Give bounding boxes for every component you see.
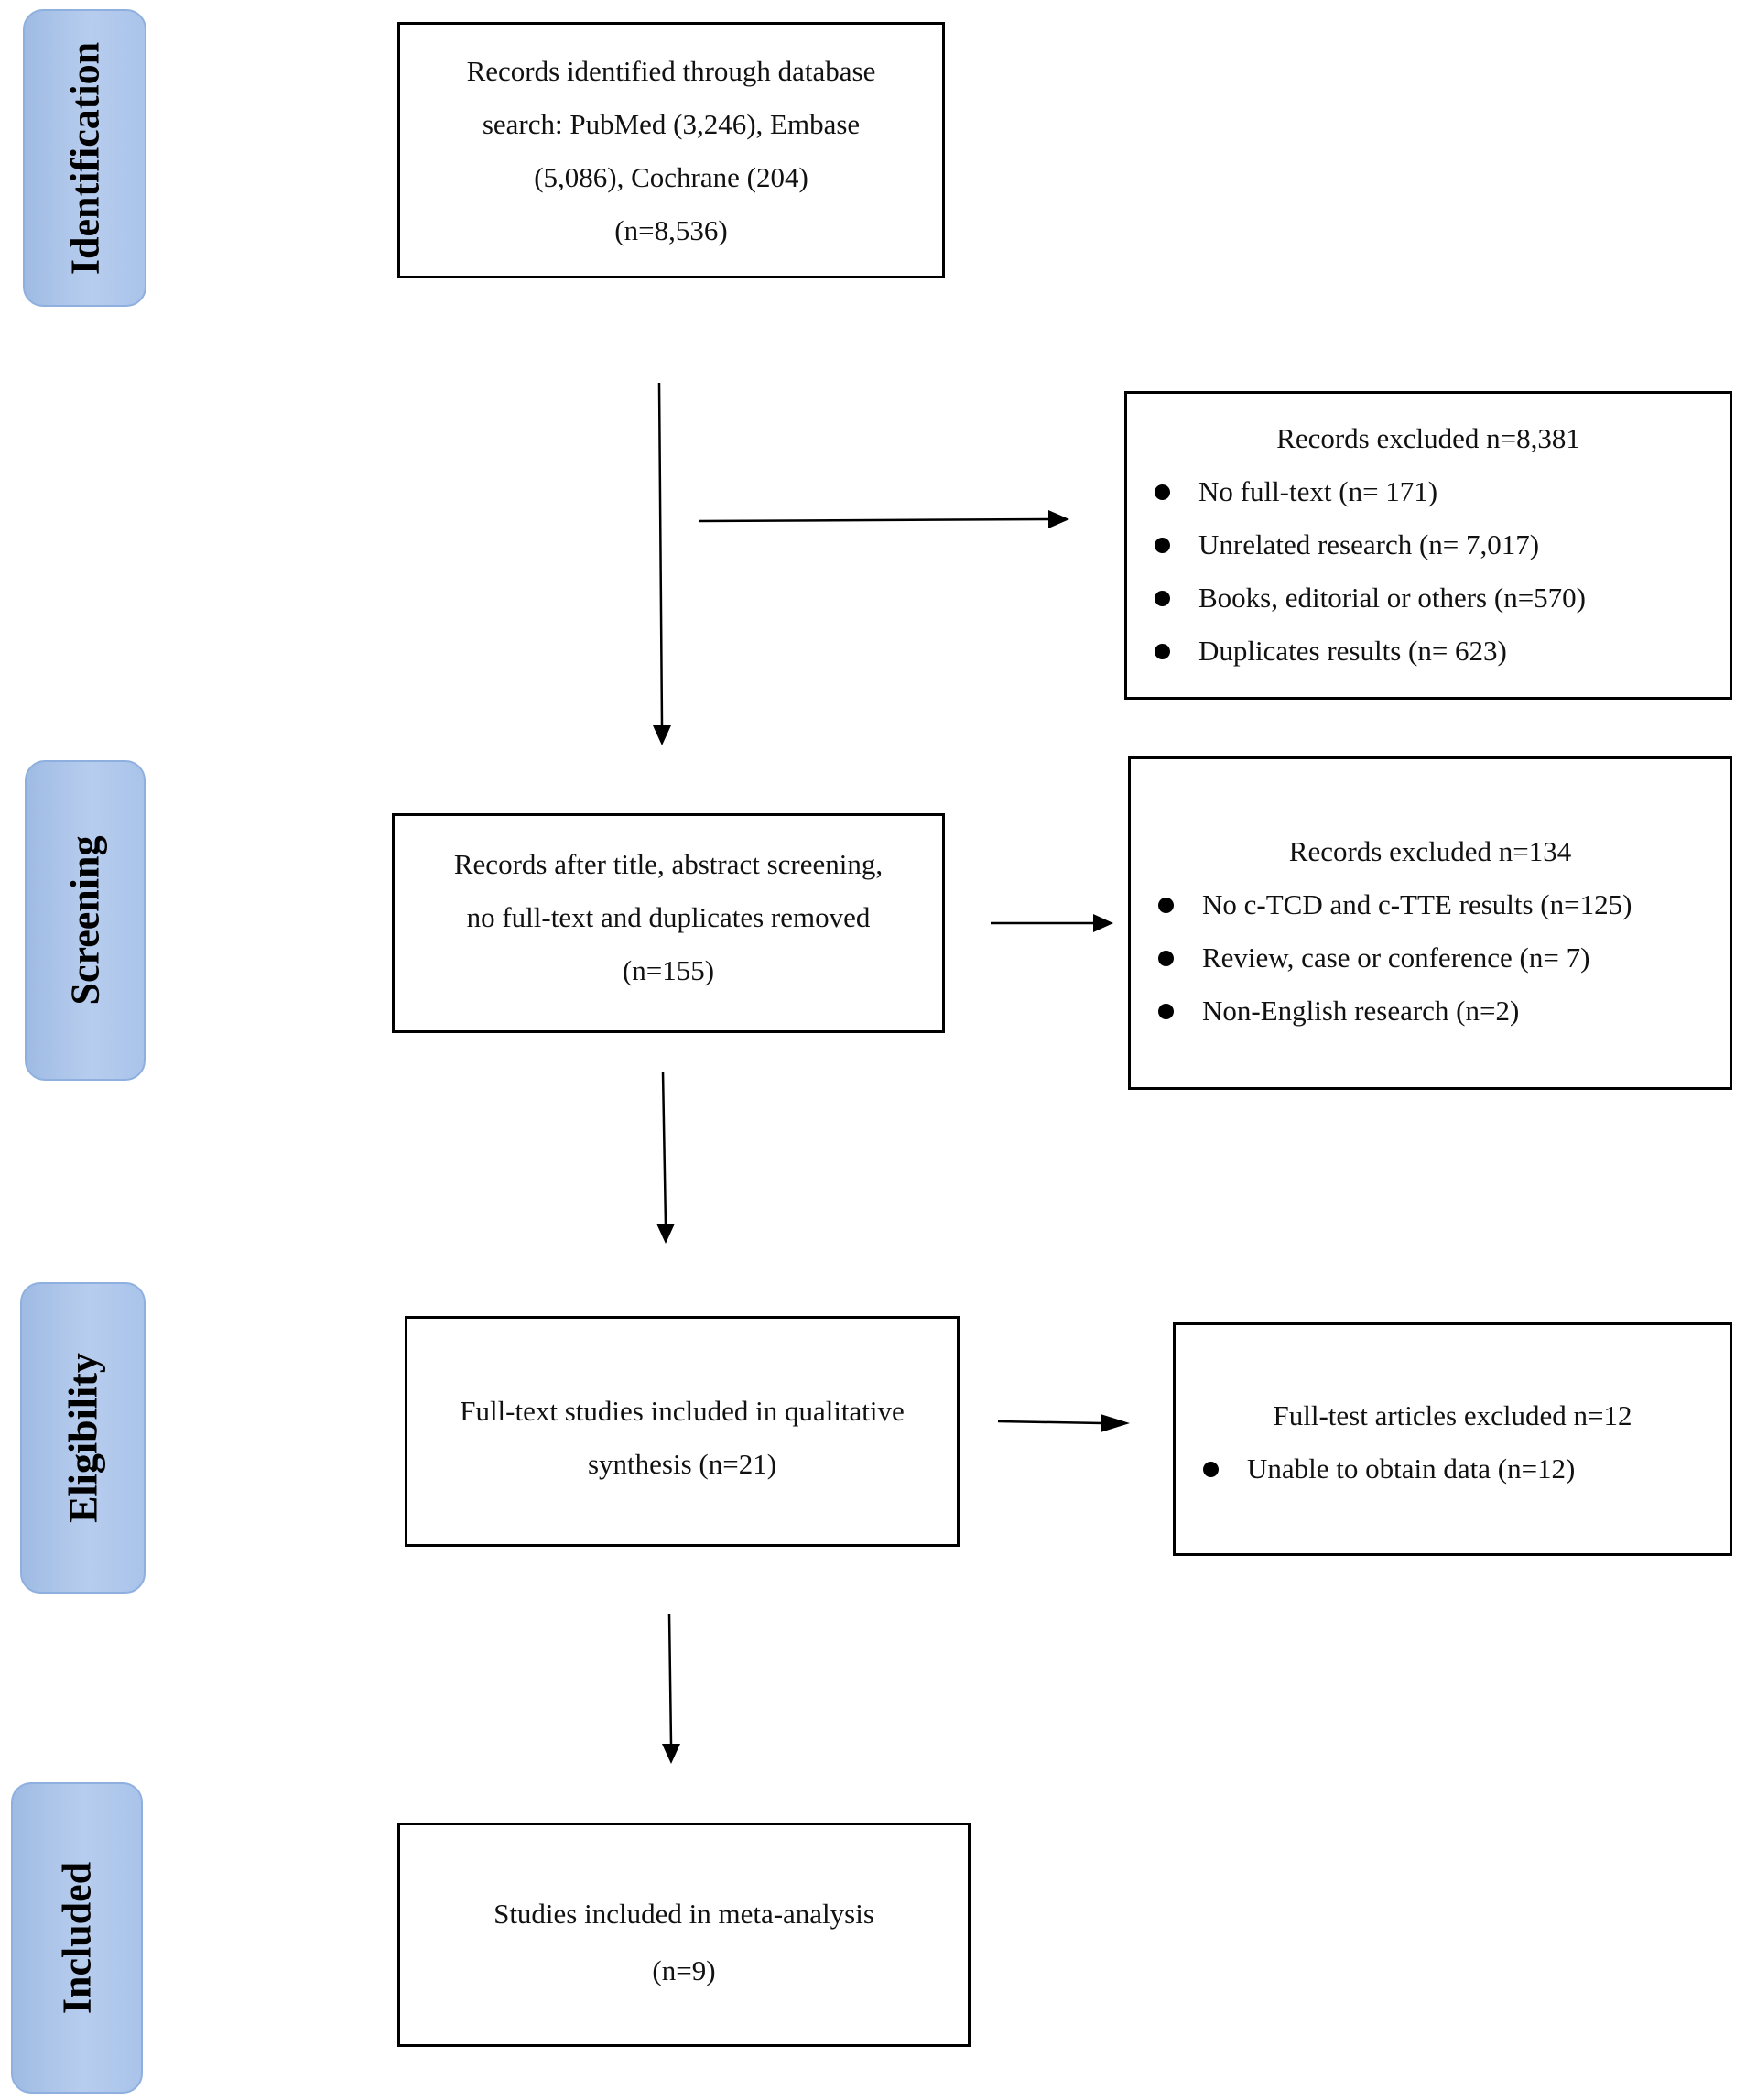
- list-item: No full-text (n= 171): [1127, 465, 1586, 518]
- excluded-2-list: No c-TCD and c-TTE results (n=125) Revie…: [1131, 878, 1632, 1038]
- list-item-text: Books, editorial or others (n=570): [1198, 582, 1586, 614]
- list-item: Non-English research (n=2): [1131, 985, 1632, 1038]
- fulltext-text: Full-text studies included in qualitativ…: [407, 1385, 957, 1491]
- included-line: Studies included in meta-analysis: [493, 1898, 874, 1930]
- arrowhead-right-2: [1093, 914, 1113, 932]
- list-item: Unable to obtain data (n=12): [1176, 1442, 1575, 1496]
- screened-text: Records after title, abstract screening,…: [395, 838, 942, 997]
- arrowhead-right-3: [1101, 1414, 1130, 1432]
- arrow-to-excluded-3: [997, 1420, 1103, 1425]
- arrowhead-right-1: [1048, 510, 1069, 528]
- bullet-icon: [1203, 1462, 1219, 1477]
- fulltext-line: Full-text studies included in qualitativ…: [460, 1395, 905, 1427]
- identified-line: search: PubMed (3,246), Embase: [482, 108, 861, 140]
- list-item-text: No full-text (n= 171): [1198, 475, 1438, 507]
- list-item: Books, editorial or others (n=570): [1127, 571, 1586, 625]
- screened-line: (n=155): [622, 954, 715, 986]
- arrow-fulltext-to-included: [667, 1613, 673, 1746]
- list-item-text: Review, case or conference (n= 7): [1202, 941, 1590, 974]
- screened-box: Records after title, abstract screening,…: [392, 813, 945, 1033]
- stage-tab-identification: Identification: [23, 9, 146, 307]
- bullet-icon: [1158, 898, 1174, 913]
- excluded-box-2: Records excluded n=134 No c-TCD and c-TT…: [1128, 756, 1732, 1090]
- bullet-icon: [1155, 644, 1170, 659]
- excluded-1-title: Records excluded n=8,381: [1276, 422, 1580, 454]
- arrow-screened-to-fulltext: [661, 1071, 667, 1226]
- screened-line: no full-text and duplicates removed: [466, 901, 871, 933]
- excluded-2-title: Records excluded n=134: [1288, 835, 1572, 867]
- included-box: Studies included in meta-analysis (n=9): [397, 1823, 971, 2047]
- excluded-3-list: Unable to obtain data (n=12): [1176, 1442, 1575, 1496]
- list-item: Unrelated research (n= 7,017): [1127, 518, 1586, 571]
- identified-box: Records identified through database sear…: [397, 22, 945, 278]
- stage-tab-included: Included: [11, 1782, 143, 2094]
- fulltext-line: synthesis (n=21): [587, 1448, 777, 1480]
- excluded-box-1: Records excluded n=8,381 No full-text (n…: [1124, 391, 1732, 700]
- identified-text: Records identified through database sear…: [400, 45, 942, 257]
- included-line: (n=9): [652, 1954, 716, 1986]
- included-text: Studies included in meta-analysis (n=9): [400, 1886, 968, 1999]
- arrowhead-down-2: [656, 1224, 675, 1244]
- bullet-icon: [1155, 484, 1170, 500]
- bullet-icon: [1155, 538, 1170, 553]
- excluded-1-list: No full-text (n= 171) Unrelated research…: [1127, 465, 1586, 678]
- bullet-icon: [1158, 951, 1174, 966]
- excluded-3-title: Full-test articles excluded n=12: [1273, 1399, 1632, 1431]
- list-item-text: Duplicates results (n= 623): [1198, 635, 1507, 667]
- bullet-icon: [1158, 1004, 1174, 1019]
- list-item-text: Unable to obtain data (n=12): [1247, 1453, 1576, 1485]
- stage-tab-eligibility: Eligibility: [20, 1282, 146, 1594]
- list-item-text: Unrelated research (n= 7,017): [1198, 528, 1540, 560]
- screened-line: Records after title, abstract screening,: [453, 848, 884, 880]
- list-item: Duplicates results (n= 623): [1127, 625, 1586, 678]
- identified-line: (5,086), Cochrane (204): [534, 161, 808, 193]
- identified-line: Records identified through database: [466, 55, 876, 87]
- arrowhead-down-1: [653, 725, 671, 745]
- bullet-icon: [1155, 591, 1170, 606]
- arrowhead-down-3: [662, 1744, 680, 1764]
- list-item: No c-TCD and c-TTE results (n=125): [1131, 878, 1632, 931]
- stage-tab-screening: Screening: [25, 760, 146, 1081]
- list-item-text: Non-English research (n=2): [1202, 995, 1520, 1027]
- arrow-to-excluded-1: [698, 517, 1050, 523]
- fulltext-box: Full-text studies included in qualitativ…: [405, 1316, 960, 1547]
- list-item: Review, case or conference (n= 7): [1131, 931, 1632, 985]
- arrow-identified-to-screened: [657, 382, 664, 726]
- excluded-box-3: Full-test articles excluded n=12 Unable …: [1173, 1322, 1732, 1556]
- list-item-text: No c-TCD and c-TTE results (n=125): [1202, 888, 1632, 920]
- identified-line: (n=8,536): [614, 214, 728, 246]
